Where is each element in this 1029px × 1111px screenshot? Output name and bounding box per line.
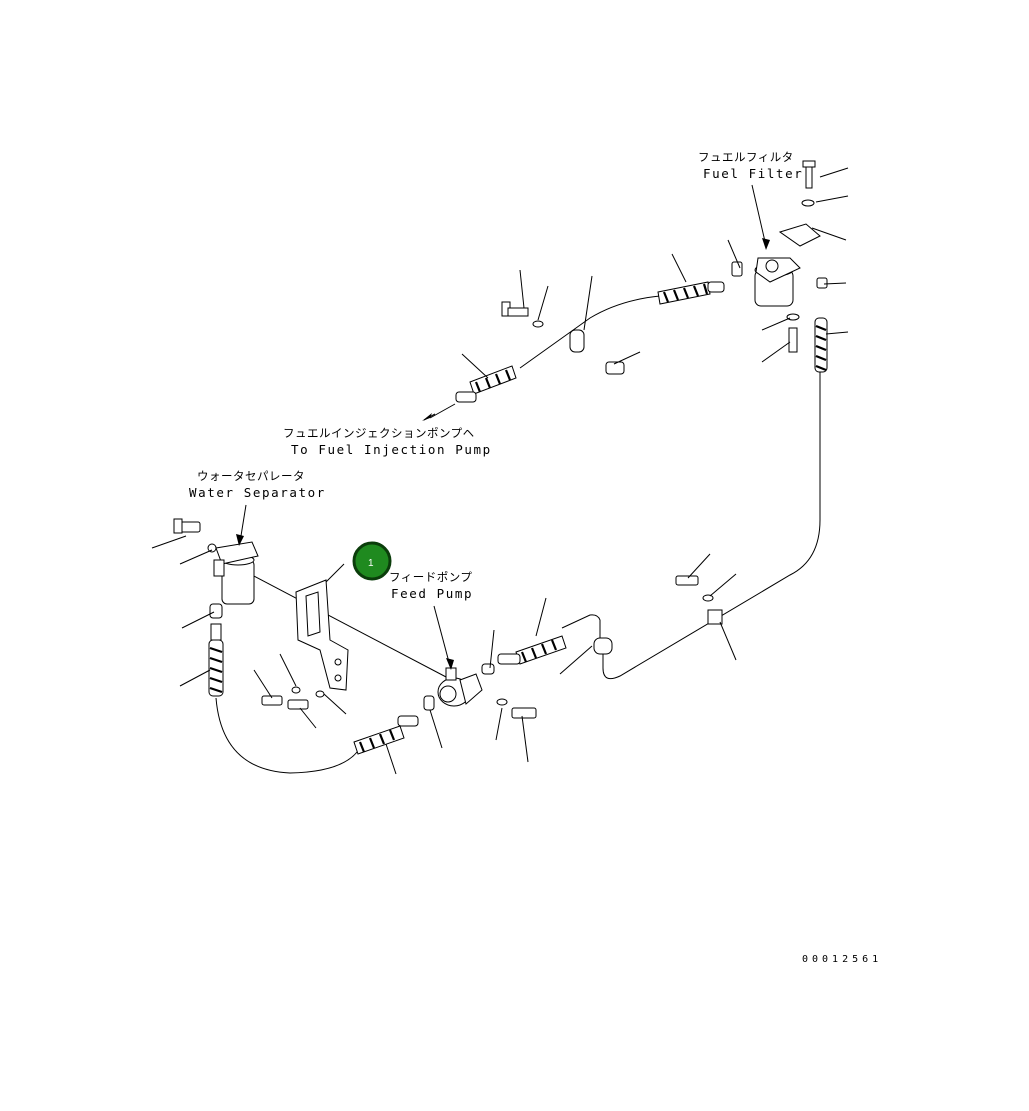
callout-number: 1 bbox=[368, 558, 374, 569]
fuel-filter-pointer bbox=[751, 184, 767, 247]
callout-circle[interactable] bbox=[352, 541, 392, 581]
injection-pump-label-jp: フュエルインジェクションポンプヘ bbox=[283, 426, 475, 440]
fuel-line-separator-to-feed bbox=[215, 697, 361, 774]
fuel-filter-icon bbox=[754, 160, 828, 353]
feed-pump-pointer bbox=[433, 605, 451, 667]
fuel-line-feed-to-clamp bbox=[561, 614, 601, 650]
mounting-bracket-icon bbox=[295, 579, 349, 691]
feed-pump-pointer-arrow-icon bbox=[446, 658, 454, 670]
middle-clamp-icon bbox=[593, 575, 723, 655]
reference-number: 00012561 bbox=[802, 954, 882, 965]
feed-pump-label-en: Feed Pump bbox=[391, 586, 473, 601]
fuel-line-to-injection-pump bbox=[429, 403, 456, 419]
bracket-leader-line bbox=[249, 573, 449, 679]
bracket-bolts-icon bbox=[261, 686, 325, 710]
callout-marker[interactable]: 1 bbox=[352, 541, 392, 581]
water-separator-pointer-arrow-icon bbox=[236, 534, 244, 546]
feed-pump-label-jp: フィードポンプ bbox=[389, 570, 472, 584]
hose-separator-vertical bbox=[208, 623, 224, 697]
hose-feed-pump-left bbox=[353, 715, 419, 755]
hose-filter-horizontal bbox=[657, 261, 743, 305]
fuel-line-filter-to-pump bbox=[519, 295, 661, 369]
fuel-filter-pointer-arrow-icon bbox=[762, 238, 770, 250]
leader-lines bbox=[151, 167, 849, 775]
injection-pump-label-en: To Fuel Injection Pump bbox=[291, 442, 492, 457]
water-separator-label-en: Water Separator bbox=[189, 485, 326, 500]
fuel-line-filter-to-separator bbox=[602, 372, 821, 680]
fuel-filter-label-jp: フュエルフィルタ bbox=[698, 150, 794, 164]
fuel-filter-label-en: Fuel Filter bbox=[703, 166, 803, 181]
injection-pump-arrow-icon bbox=[422, 413, 432, 421]
hose-feed-pump-right bbox=[497, 635, 567, 665]
water-separator-icon bbox=[173, 518, 259, 619]
upper-clamp-icon bbox=[501, 301, 625, 375]
feed-pump-icon bbox=[423, 663, 537, 719]
water-separator-label-jp: ウォータセパレータ bbox=[197, 469, 305, 483]
hose-injection-pump bbox=[455, 365, 517, 403]
hose-filter-vertical bbox=[814, 317, 828, 373]
